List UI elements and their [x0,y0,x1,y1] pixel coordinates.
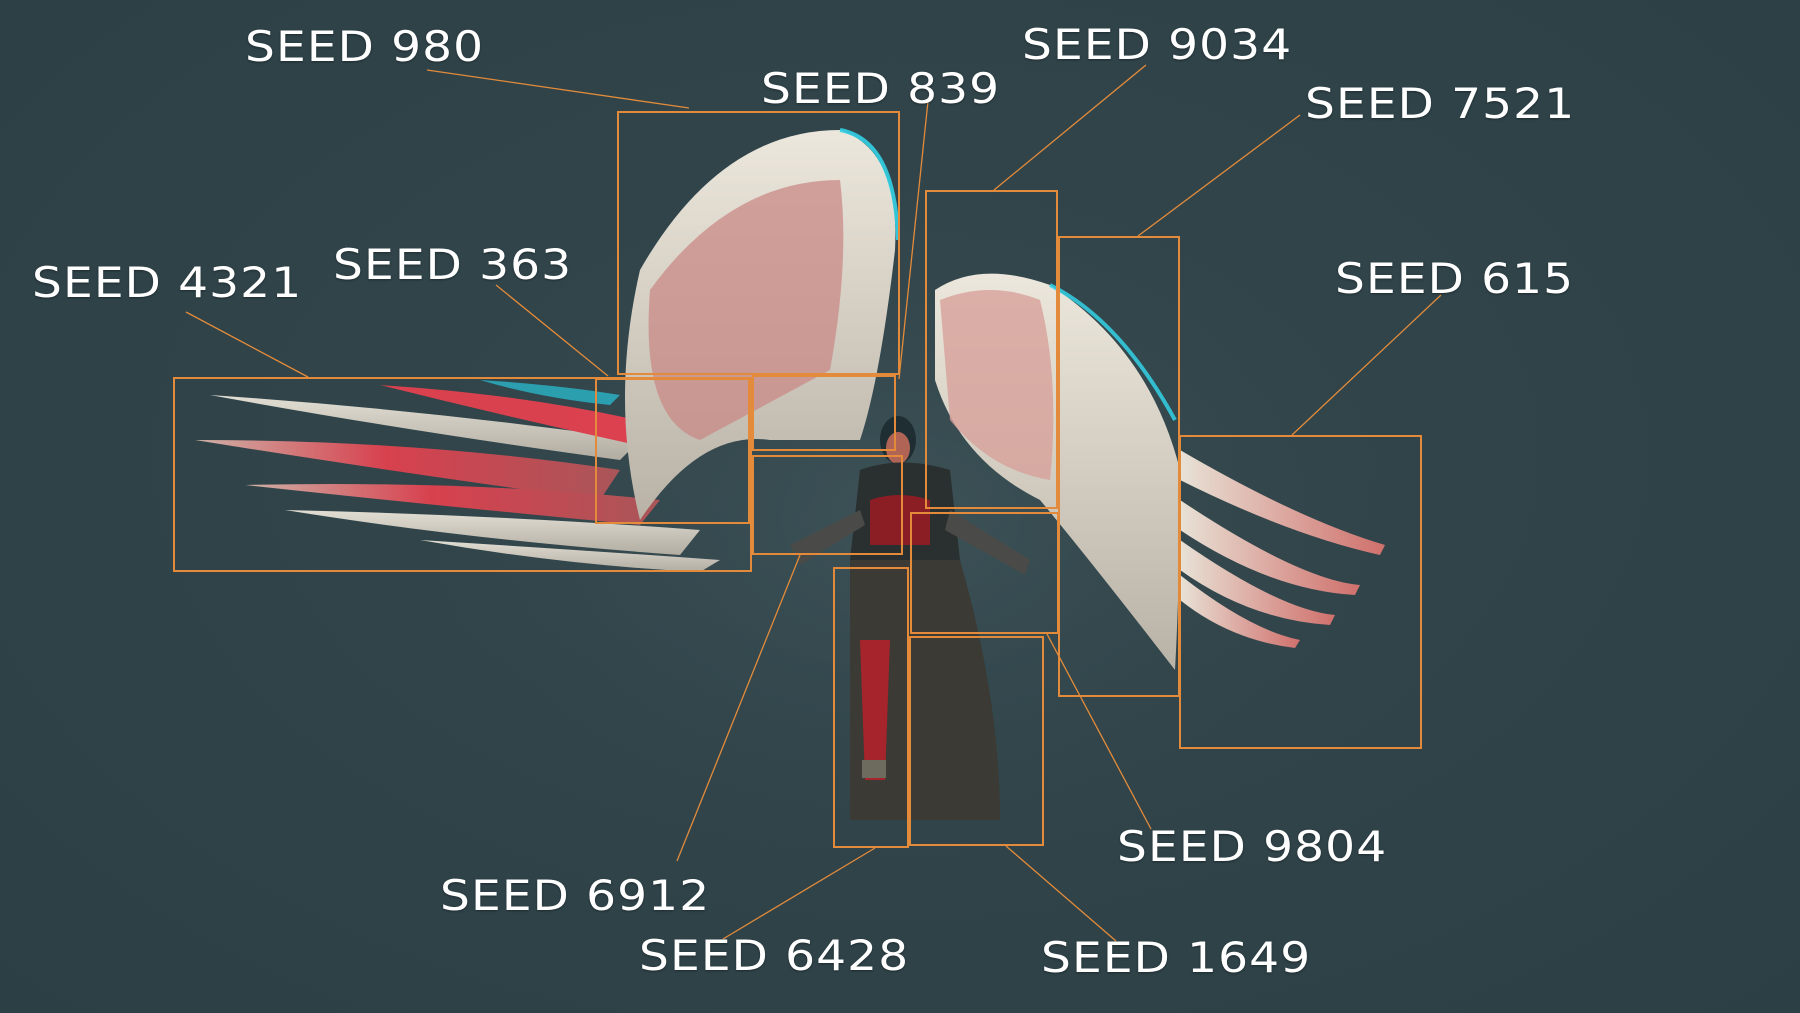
armored-figure [790,416,1030,820]
seed-box-9804 [910,512,1059,634]
seed-label-839: SEED 839 [761,64,1001,113]
seed-label-7521: SEED 7521 [1305,79,1576,128]
seed-label-6428: SEED 6428 [639,931,910,980]
seed-label-615: SEED 615 [1335,254,1575,303]
seed-box-839 [752,375,896,451]
seed-box-363 [595,378,750,524]
seed-label-980: SEED 980 [245,22,485,71]
seed-box-4321 [173,377,752,572]
seed-box-6428 [833,567,909,848]
seed-label-4321: SEED 4321 [32,258,303,307]
seed-label-6912: SEED 6912 [440,871,711,920]
seed-box-9034 [925,190,1058,509]
seed-box-6912 [752,455,903,555]
seed-box-615 [1179,435,1422,749]
seed-box-7521 [1058,236,1180,697]
seed-box-1649 [909,636,1044,846]
seed-label-9804: SEED 9804 [1117,822,1388,871]
seed-label-1649: SEED 1649 [1041,933,1312,982]
seed-box-980 [617,111,900,375]
seed-label-9034: SEED 9034 [1022,20,1293,69]
seed-label-363: SEED 363 [333,240,573,289]
left-lower-wing [195,380,720,572]
